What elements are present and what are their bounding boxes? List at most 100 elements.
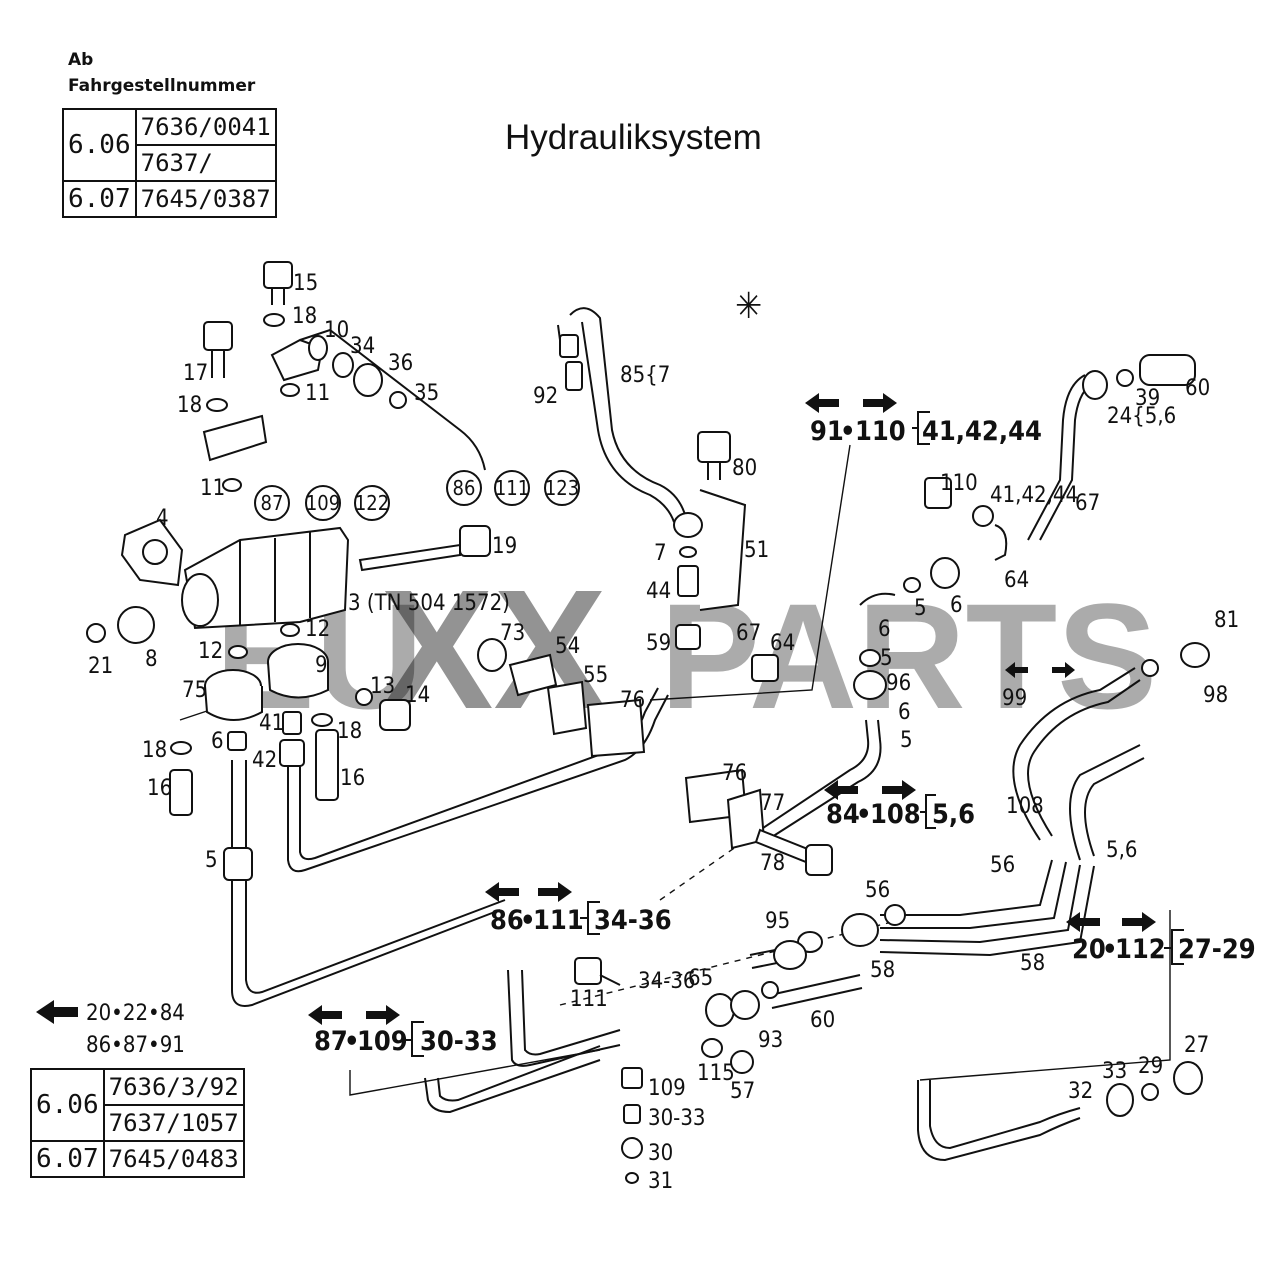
part-label: 81 <box>1214 608 1239 633</box>
circled-ref-123: 123 <box>545 476 579 500</box>
part-label: 18 <box>177 393 202 418</box>
part-label: 56 <box>865 878 890 903</box>
part-label: 109 <box>648 1076 686 1101</box>
ref-b: 108 <box>870 799 921 830</box>
pump-label: 3 (TN 504 1572) <box>348 591 510 616</box>
serial-table-bottom: 6.06 7636/3/92 7637/1057 6.07 7645/0483 <box>30 1068 245 1178</box>
part-label: 9 <box>315 653 328 678</box>
part-label: 54 <box>555 634 580 659</box>
circled-ref-111: 111 <box>495 476 529 500</box>
part-label: 10 <box>324 318 349 343</box>
part-label: 93 <box>758 1028 783 1053</box>
part-label: 16 <box>147 776 172 801</box>
part-label: 13 <box>370 674 395 699</box>
part-label: 111 <box>570 987 608 1012</box>
part-label: 6 <box>950 593 963 618</box>
part-label: 80 <box>732 456 757 481</box>
part-label: 76 <box>722 761 747 786</box>
ref-dot: • <box>520 905 536 936</box>
ref-a: 84 <box>826 799 860 830</box>
ref-group-20-112[interactable]: 20 • 112 27-29 <box>1066 912 1256 965</box>
circled-ref-109: 109 <box>306 491 340 515</box>
part-label: 6 <box>211 729 224 754</box>
part-label: 51 <box>744 538 769 563</box>
part-label: 15 <box>293 271 318 296</box>
part-label: 44 <box>646 579 671 604</box>
part-label: 64 <box>1004 568 1029 593</box>
circled-ref-87: 87 <box>261 491 284 515</box>
part-label: 39 <box>1135 386 1160 411</box>
part-label: 31 <box>648 1169 673 1194</box>
part-label: 58 <box>1020 951 1045 976</box>
part-label: 95 <box>765 909 790 934</box>
bottom-ref-line-2: 86•87•91 <box>86 1033 185 1058</box>
part-label: 5,6 <box>1106 838 1137 863</box>
part-label: 14 <box>405 683 430 708</box>
part-label: 17 <box>183 361 208 386</box>
part-label: 5 <box>914 596 927 621</box>
part-label: 110 <box>940 471 978 496</box>
part-label: 55 <box>583 663 608 688</box>
part-label: 21 <box>88 654 113 679</box>
model-cell: 6.07 <box>30 1140 105 1178</box>
part-label: 56 <box>990 853 1015 878</box>
part-label: 12 <box>305 617 330 642</box>
part-label: 11 <box>305 381 330 406</box>
ref-target: 30-33 <box>420 1026 498 1057</box>
ref-small-22-113[interactable] <box>1005 662 1075 678</box>
part-label: 67 <box>736 621 761 646</box>
part-label: 73 <box>500 621 525 646</box>
part-label: 41 <box>259 711 284 736</box>
ref-dot: • <box>344 1026 360 1057</box>
ref-b: 110 <box>855 416 906 447</box>
part-label: 77 <box>760 791 785 816</box>
ref-group-84-108[interactable]: 84 • 108 5,6 <box>824 780 975 830</box>
serial-cell: 7645/0483 <box>102 1140 245 1178</box>
part-label: 4 <box>156 506 169 531</box>
header-line-2: Fahrgestellnummer <box>68 76 256 96</box>
part-label: 16 <box>340 766 365 791</box>
part-label: 8 <box>145 647 158 672</box>
part-label: 6 <box>878 617 891 642</box>
part-label: 98 <box>1203 683 1228 708</box>
ref-a: 86 <box>490 905 524 936</box>
part-label: 29 <box>1138 1054 1163 1079</box>
ref-target: 34-36 <box>594 905 672 936</box>
ref-bottom-left[interactable]: 20•22•84 86•87•91 <box>36 1000 185 1058</box>
part-label: 96 <box>886 671 911 696</box>
part-label: 27 <box>1184 1033 1209 1058</box>
model-cell: 6.07 <box>62 180 137 218</box>
part-label: 5 <box>205 848 218 873</box>
part-label: 59 <box>646 631 671 656</box>
ref-b: 109 <box>357 1026 408 1057</box>
ref-group-86-111[interactable]: 86 • 111 34-36 <box>485 882 672 936</box>
part-label: 11 <box>200 476 225 501</box>
ref-group-87-109[interactable]: 87 • 109 30-33 <box>308 1005 498 1057</box>
part-label: 115 <box>697 1061 735 1086</box>
part-label: 42 <box>252 748 277 773</box>
ref-a: 87 <box>314 1026 348 1057</box>
part-label: 60 <box>1185 376 1210 401</box>
ref-dot: • <box>856 799 872 830</box>
ref-group-91-110[interactable]: 91 • 110 41,42,44 <box>805 393 1042 447</box>
ref-dot: • <box>1102 934 1118 965</box>
part-label: 75 <box>182 678 207 703</box>
circled-ref-122: 122 <box>355 491 389 515</box>
ref-dot: • <box>840 416 856 447</box>
part-label: 65 <box>688 966 713 991</box>
part-label: 30-33 <box>648 1106 706 1131</box>
ref-b: 112 <box>1115 934 1166 965</box>
header-line-1: Ab <box>68 50 94 70</box>
part-label: 5 <box>880 646 893 671</box>
serial-cell: 7637/ <box>134 144 277 182</box>
part-label: 30 <box>648 1141 673 1166</box>
circled-refs <box>254 470 580 521</box>
part-label: 19 <box>492 534 517 559</box>
part-label: 5 <box>900 728 913 753</box>
part-label: 24{5,6 <box>1107 404 1176 429</box>
parts-shapes <box>86 261 1210 1184</box>
part-label: 76 <box>620 688 645 713</box>
part-label: 18 <box>337 719 362 744</box>
